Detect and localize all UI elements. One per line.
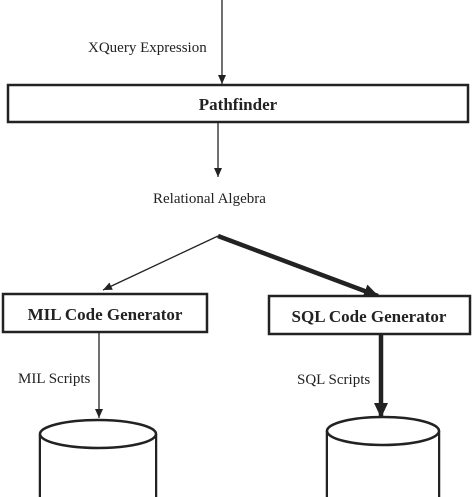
sql-database-icon xyxy=(325,415,441,497)
xquery-label: XQuery Expression xyxy=(88,40,207,56)
sql-generator-box xyxy=(267,294,472,336)
sql-scripts-label: SQL Scripts xyxy=(297,372,370,388)
mil-branch-arrow xyxy=(102,235,219,291)
pathfinder-box xyxy=(6,83,470,124)
mil-database-icon xyxy=(38,418,158,497)
sql-generator-label: SQL Code Generator xyxy=(292,307,447,326)
relational-algebra-label: Relational Algebra xyxy=(153,191,266,207)
mil-generator-label: MIL Code Generator xyxy=(28,305,183,324)
pathfinder-label: Pathfinder xyxy=(199,95,278,114)
mil-scripts-label: MIL Scripts xyxy=(18,371,91,387)
sql-branch-arrow xyxy=(217,233,379,299)
mil-generator-box xyxy=(1,292,209,334)
